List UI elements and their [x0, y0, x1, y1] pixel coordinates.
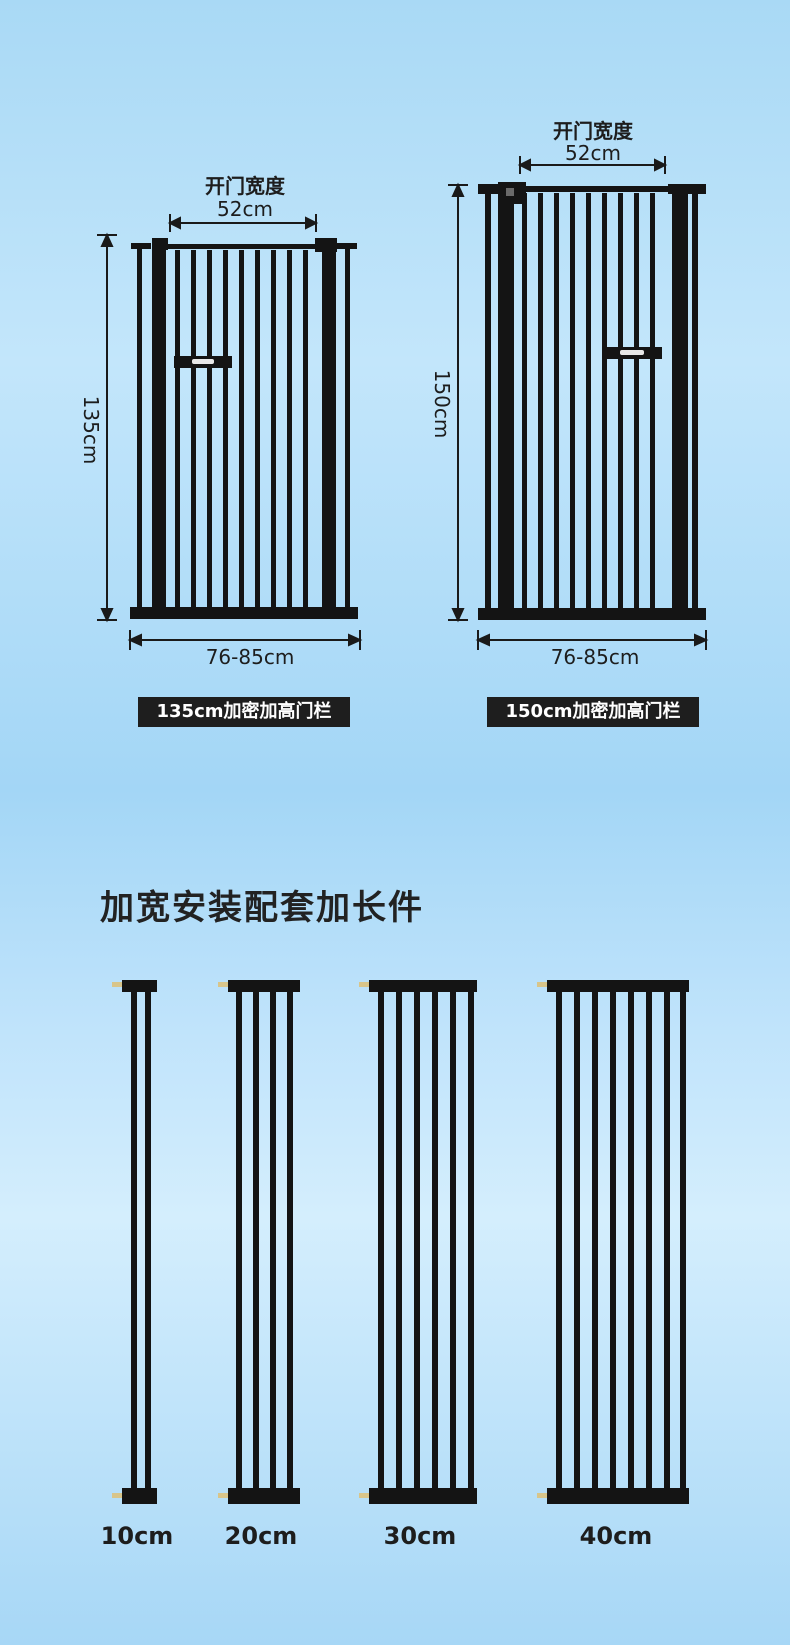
- gate-150-width-range: 76-85cm: [550, 645, 640, 669]
- gate-135-width-arrow: [127, 630, 363, 650]
- extension-label-40cm: 40cm: [579, 1522, 653, 1550]
- gate-150-badge: 150cm加密加高门栏: [487, 697, 699, 727]
- extension-20cm: [218, 980, 300, 1504]
- gate-135-opening-arrow: [167, 214, 319, 232]
- extension-label-20cm: 20cm: [224, 1522, 298, 1550]
- extension-40cm: [537, 980, 689, 1504]
- gate-135-illustration: [97, 214, 363, 650]
- gate-150-height-arrow: [448, 182, 468, 623]
- gate-135-width-range: 76-85cm: [205, 645, 295, 669]
- gate-150-opening-title: 开门宽度: [553, 119, 633, 143]
- gate-150-frame: [478, 182, 706, 620]
- gate-135-height-arrow: [97, 232, 117, 623]
- gate-135-handle: [192, 359, 214, 364]
- gate-135-opening-width: 52cm: [217, 197, 273, 221]
- gate-150-handle: [620, 350, 644, 355]
- extensions-title: 加宽安装配套加长件: [100, 888, 424, 928]
- gate-135-opening-title: 开门宽度: [205, 174, 285, 198]
- extension-label-10cm: 10cm: [100, 1522, 174, 1550]
- gate-150-latch: [506, 188, 514, 196]
- extension-30cm: [359, 980, 477, 1504]
- extension-10cm: [112, 980, 157, 1504]
- gate-150-opening-width: 52cm: [565, 141, 621, 165]
- gate-150-illustration: [448, 156, 709, 650]
- extension-label-30cm: 30cm: [383, 1522, 457, 1550]
- gate-150-width-arrow: [475, 630, 709, 650]
- gate-135-badge: 135cm加密加高门栏: [138, 697, 350, 727]
- gate-135-frame: [130, 238, 358, 619]
- gate-150-opening-arrow: [517, 156, 668, 174]
